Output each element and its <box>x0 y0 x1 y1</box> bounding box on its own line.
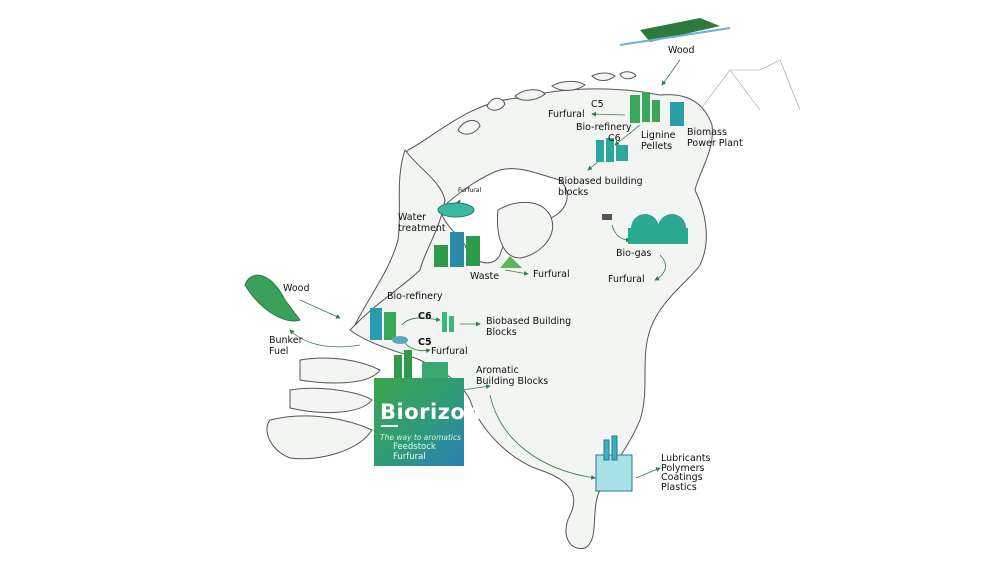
arrow-waste-furfural <box>504 269 529 276</box>
island-4 <box>591 72 616 81</box>
aromatic-line-2: Building Blocks <box>476 375 549 387</box>
label-c6-north: C6 <box>608 133 621 144</box>
biomass-line-1: Biomass <box>687 127 727 138</box>
label-c5-west: C5 <box>418 337 432 348</box>
water-line-2: treatment <box>398 222 446 234</box>
biorizon-tagline: The way to aromatics <box>380 433 462 442</box>
logo-furfural: Furfural <box>393 452 426 462</box>
island-5 <box>619 71 637 80</box>
zeeland-3 <box>266 415 373 460</box>
label-c5-north: C5 <box>591 99 604 110</box>
bbb-line-2: blocks <box>558 186 589 198</box>
zeeland-1 <box>299 357 381 384</box>
island-1 <box>486 97 506 111</box>
bbb-line-1: Biobased building <box>558 176 643 187</box>
noord-holland <box>354 148 446 326</box>
waste-buildings-icon <box>434 232 522 268</box>
power-pylons-icon <box>699 59 801 111</box>
label-biorefinery-north: Bio-refinery <box>576 122 632 133</box>
bunker-line-1: Bunker <box>269 335 303 346</box>
chemical-plant-south-icon <box>595 435 633 492</box>
biorefinery-west-icon <box>370 308 408 344</box>
flevoland <box>496 201 554 259</box>
logo-underline <box>381 425 398 427</box>
label-biorefinery-west: Bio-refinery <box>387 291 443 302</box>
ship-north-icon <box>619 18 731 46</box>
island-2 <box>514 89 546 101</box>
arrow-wood-west <box>299 299 341 319</box>
arrow-to-south <box>489 394 596 480</box>
aromatic-line-1: Aromatic <box>476 365 519 376</box>
c6-plant-icon <box>442 312 454 332</box>
arrow-products <box>635 467 661 479</box>
product-coatings: Coatings <box>661 472 703 484</box>
water-treatment-icon <box>437 202 475 218</box>
arrow-bunker <box>289 329 361 348</box>
lignine-line-1: Lignine <box>641 130 676 141</box>
lignine-line-2: Pellets <box>641 140 673 152</box>
label-water-furfural: Furfural <box>458 187 482 194</box>
bbb-west-line-1: Biobased Building <box>486 316 572 327</box>
product-polymers: Polymers <box>661 462 705 474</box>
zeeland-2 <box>289 387 373 414</box>
water-line-1: Water <box>398 212 427 223</box>
biomass-line-2: Power Plant <box>687 137 743 149</box>
bbb-west-line-2: Blocks <box>486 326 517 338</box>
biorizon-logo-name: Biorizon <box>380 400 481 424</box>
label-c6-west: C6 <box>418 311 432 322</box>
aromatic-plant-icon <box>394 350 448 382</box>
bunker-line-2: Fuel <box>269 345 289 357</box>
label-wood-north: Wood <box>668 45 695 56</box>
product-lubricants: Lubricants <box>661 453 711 464</box>
island-3 <box>551 80 586 91</box>
arrow-c5-furfural <box>591 111 626 117</box>
biogas-plant-icon <box>602 214 688 244</box>
label-wood-west: Wood <box>283 283 310 294</box>
arrow-wood-north <box>661 59 681 86</box>
label-furfural-west: Furfural <box>431 346 468 357</box>
label-waste: Waste <box>470 271 500 282</box>
label-biogas: Bio-gas <box>616 248 652 259</box>
arrow-biogas <box>611 224 631 243</box>
arrow-biogas-furfural <box>654 254 666 281</box>
label-biogas-furfural: Furfural <box>608 274 645 285</box>
arrow-aromatic <box>461 384 491 391</box>
biobased-plant-north-icon <box>596 138 628 162</box>
ship-west-icon <box>244 274 301 322</box>
product-plastics: Plastics <box>661 482 697 494</box>
arrow-c6-bb <box>401 317 441 326</box>
island-6 <box>457 120 481 135</box>
label-furfural-north: Furfural <box>548 109 585 120</box>
logo-feedstock: Feedstock <box>393 442 436 452</box>
biorefinery-north-icon <box>630 92 684 126</box>
label-waste-furfural: Furfural <box>533 269 570 280</box>
arrow-c6 <box>614 124 641 146</box>
